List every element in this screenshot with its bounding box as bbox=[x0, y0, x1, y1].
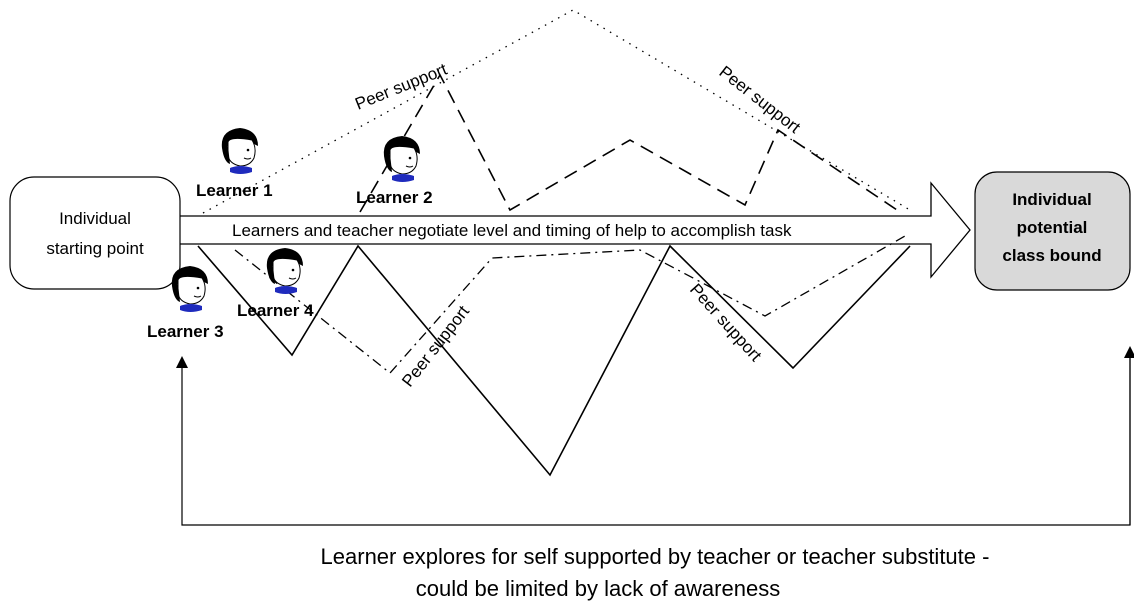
main-arrow bbox=[177, 181, 971, 279]
potential-line-2: potential bbox=[1017, 218, 1088, 237]
learner-face-icon bbox=[171, 265, 209, 313]
learner-face-icon bbox=[221, 127, 259, 175]
learner-face-icon bbox=[383, 135, 421, 183]
learner-face-icon bbox=[266, 247, 304, 295]
feedback-caption-line-2: could be limited by lack of awareness bbox=[416, 576, 780, 601]
peer-support-label-2: Peer support bbox=[716, 62, 805, 137]
potential-line-3: class bound bbox=[1002, 246, 1101, 265]
peer-support-label-3: Peer support bbox=[398, 302, 473, 391]
starting-point-line-2: starting point bbox=[46, 239, 144, 258]
learner-1-label: Learner 1 bbox=[196, 181, 273, 200]
potential-box bbox=[974, 171, 1131, 291]
learner-3-path bbox=[197, 244, 911, 477]
peer-support-label-1: Peer support bbox=[352, 60, 450, 114]
starting-point-box bbox=[9, 176, 181, 290]
feedback-loop-line bbox=[176, 355, 1131, 526]
learner-3-label: Learner 3 bbox=[147, 322, 224, 341]
learner-4-label: Learner 4 bbox=[237, 301, 314, 320]
peer-support-label-4: Peer support bbox=[686, 280, 765, 365]
feedback-caption-line-1: Learner explores for self supported by t… bbox=[321, 544, 990, 569]
learner-2-path bbox=[359, 73, 901, 213]
starting-point-line-1: Individual bbox=[59, 209, 131, 228]
potential-line-1: Individual bbox=[1012, 190, 1091, 209]
learner-4-path bbox=[234, 235, 906, 374]
arrow-label: Learners and teacher negotiate level and… bbox=[232, 221, 792, 240]
learner-2-label: Learner 2 bbox=[356, 188, 433, 207]
